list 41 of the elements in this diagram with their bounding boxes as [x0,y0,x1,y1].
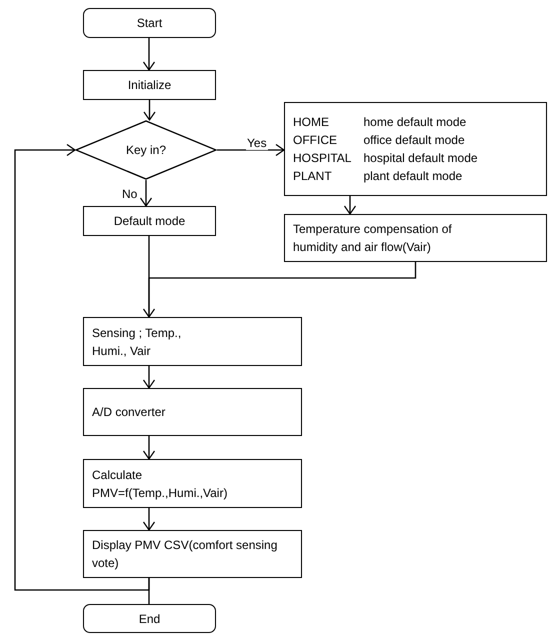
decision-diamond [75,120,217,180]
node-text: End [138,610,160,628]
node-text: Sensing ; Temp., Humi., Vair [92,324,182,360]
arrow [14,144,150,591]
mode-name: HOSPITAL [293,150,352,167]
node-text: Display PMV CSV(comfort sensing vote) [92,537,278,572]
mode-name: PLANT [293,168,333,185]
arrow [140,180,152,207]
arrow [142,508,156,531]
process-box [83,317,302,366]
node-text: Start [136,15,162,32]
arrow [142,262,416,318]
node-text: Temperature compensation of humidity and air flow(Vair) [293,221,453,256]
mode-table-box [284,102,547,196]
process-box [83,70,216,100]
terminal-box [83,8,216,38]
arrow [217,144,285,156]
arrow [142,38,156,71]
mode-name: OFFICE [293,132,338,149]
node-text: A/D converter [92,404,166,421]
node-text: Key in? [126,142,166,159]
arrow [142,366,156,389]
terminal-box [83,604,216,633]
arrow [344,196,356,215]
mode-description: home default mode [363,114,468,131]
edge-label: Yes [246,136,268,150]
edge-label: No [121,187,138,201]
process-box [284,214,547,262]
node-text: Initialize [128,77,172,94]
arrow [143,100,156,121]
mode-description: hospital default mode [363,150,478,167]
process-box [83,206,216,236]
process-box [83,388,302,436]
node-text: Calculate PMV=f(Temp.,Humi.,Vair) [92,466,228,502]
process-box [83,459,302,508]
process-box [83,530,302,578]
mode-name: HOME [293,114,330,131]
node-text: Default mode [114,213,186,230]
mode-description: office default mode [363,132,466,149]
arrow [142,436,156,460]
mode-description: plant default mode [363,168,464,185]
